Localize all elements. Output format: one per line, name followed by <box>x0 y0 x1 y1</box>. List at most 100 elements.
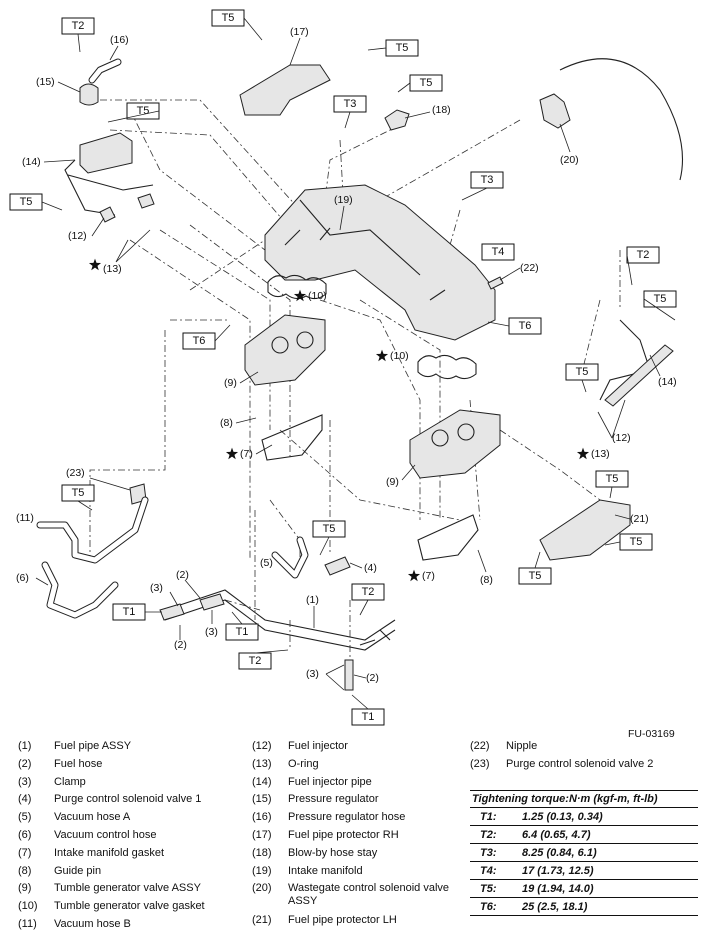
label-2-right: (2) <box>366 672 379 684</box>
callout-t5-j: T5 <box>312 520 346 538</box>
callout-t1-a: T1 <box>112 603 146 621</box>
svg-text:T3: T3 <box>344 98 357 110</box>
legend-item: (17)Fuel pipe protector RH <box>252 829 468 842</box>
legend-number: (2) <box>18 757 32 770</box>
star-icon <box>225 447 239 460</box>
torque-row: T6:25 (2.5, 18.1) <box>470 898 698 916</box>
legend-item: (21) Fuel pipe protector LH <box>252 914 468 927</box>
callout-t6-b: T6 <box>182 332 216 350</box>
legend-number: (10) <box>18 900 38 913</box>
part-labels: (16) (15) (17) (18) (20) (14) (19) (22) … <box>16 26 677 691</box>
callout-t5-f: T5 <box>643 290 677 308</box>
svg-text:T5: T5 <box>396 42 409 54</box>
torque-value: 6.4 (0.65, 4.7) <box>522 828 591 841</box>
legend-number: (21) <box>252 914 272 926</box>
star-icon <box>375 349 389 362</box>
legend-name: Tumble generator valve ASSY <box>54 882 201 895</box>
star-icon <box>293 289 307 302</box>
label-6: (6) <box>16 572 29 584</box>
svg-text:T5: T5 <box>630 536 643 548</box>
legend-name: Purge control solenoid valve 1 <box>54 793 202 806</box>
torque-key: T4: <box>480 864 497 877</box>
torque-title: Tightening torque:N·m (kgf-m, ft-lb) <box>470 790 698 808</box>
legend-number: (8) <box>18 864 32 877</box>
torque-row: T1:1.25 (0.13, 0.34) <box>470 808 698 826</box>
legend-item: (6)Vacuum control hose <box>18 829 234 842</box>
svg-text:T2: T2 <box>249 655 262 667</box>
legend-item: (22) Nipple <box>470 740 686 753</box>
torque-row: T3:8.25 (0.84, 6.1) <box>470 844 698 862</box>
legend-name: Nipple <box>506 740 538 752</box>
legend-item: (2)Fuel hose <box>18 758 234 771</box>
legend-item: (9) Tumble generator valve ASSY <box>18 882 234 895</box>
torque-value: 19 (1.94, 14.0) <box>522 882 594 895</box>
legend-number: (13) <box>252 757 272 770</box>
svg-text:T1: T1 <box>362 711 375 723</box>
legend-name: Clamp <box>54 775 86 788</box>
callout-t5-h: T5 <box>595 470 629 488</box>
legend-item: (12) Fuel injector <box>252 740 468 753</box>
label-8-right: (8) <box>480 574 493 586</box>
callout-t6-a: T6 <box>508 317 542 335</box>
callout-t5-i: T5 <box>61 484 95 502</box>
legend-number: (20) <box>252 882 272 895</box>
parts-legend: (1)Fuel pipe ASSY(2)Fuel hose(3)Clamp(4)… <box>18 740 708 940</box>
legend-number: (12) <box>252 740 272 752</box>
label-2-bottom: (2) <box>174 639 187 651</box>
label-9-left: (9) <box>224 377 237 389</box>
svg-text:T2: T2 <box>362 586 375 598</box>
label-4: (4) <box>364 562 377 574</box>
label-11: (11) <box>16 512 34 524</box>
part-drawings <box>36 58 683 691</box>
label-7-right: (7) <box>422 570 435 582</box>
torque-key: T6: <box>480 900 497 913</box>
torque-row: T5: 19 (1.94, 14.0) <box>470 880 698 898</box>
torque-value: 8.25 (0.84, 6.1) <box>522 846 597 859</box>
exploded-diagram: (16) (15) (17) (18) (20) (14) (19) (22) … <box>9 9 683 726</box>
legend-item: (1)Fuel pipe ASSY <box>18 740 234 753</box>
legend-name: Purge control solenoid valve 2 <box>506 757 654 770</box>
legend-number: (7) <box>18 846 32 859</box>
legend-number: (9) <box>18 882 32 895</box>
legend-number: (22) <box>470 740 490 752</box>
svg-text:T5: T5 <box>323 523 336 535</box>
label-2-top: (2) <box>176 569 189 581</box>
legend-number: (14) <box>252 775 272 788</box>
label-3-center: (3) <box>205 626 218 638</box>
legend-item: (23) Purge control solenoid valve 2 <box>470 758 686 771</box>
legend-item: (14)Fuel injector pipe <box>252 776 468 789</box>
callout-t2-b: T2 <box>626 246 660 264</box>
label-14-left: (14) <box>22 156 41 168</box>
legend-name: Vacuum control hose <box>54 829 157 841</box>
callout-t2-c: T2 <box>351 583 385 601</box>
callout-t2-a: T2 <box>61 17 95 35</box>
label-18: (18) <box>432 104 451 116</box>
legend-name: O-ring <box>288 757 319 770</box>
label-9-right: (9) <box>386 476 399 488</box>
label-23: (23) <box>66 467 85 479</box>
legend-name: Fuel pipe protector LH <box>288 914 397 926</box>
torque-key: T5: <box>480 882 497 895</box>
label-16: (16) <box>110 34 129 46</box>
svg-text:T5: T5 <box>222 12 235 24</box>
legend-name: Tumble generator valve gasket <box>54 900 205 913</box>
svg-text:T1: T1 <box>236 626 249 638</box>
svg-text:T6: T6 <box>193 335 206 347</box>
legend-item: (18)Blow-by hose stay <box>252 847 468 860</box>
callout-t5-k: T5 <box>619 533 653 551</box>
legend-number: (5) <box>18 811 32 824</box>
svg-text:T5: T5 <box>654 293 667 305</box>
star-icon <box>576 447 590 460</box>
legend-item: (5)Vacuum hose A <box>18 811 234 824</box>
legend-name: Fuel injector <box>288 740 348 752</box>
legend-number: (23) <box>470 757 490 770</box>
legend-name: Vacuum hose B <box>54 918 131 930</box>
legend-item: (13) O-ring <box>252 758 468 771</box>
svg-text:T3: T3 <box>481 174 494 186</box>
label-8-left: (8) <box>220 417 233 429</box>
legend-item: (19)Intake manifold <box>252 865 468 878</box>
callout-t5-l: T5 <box>518 567 552 585</box>
label-1: (1) <box>306 594 319 606</box>
torque-key: T2: <box>480 828 497 841</box>
legend-name: Wastegate control solenoid valve ASSY <box>288 882 450 908</box>
